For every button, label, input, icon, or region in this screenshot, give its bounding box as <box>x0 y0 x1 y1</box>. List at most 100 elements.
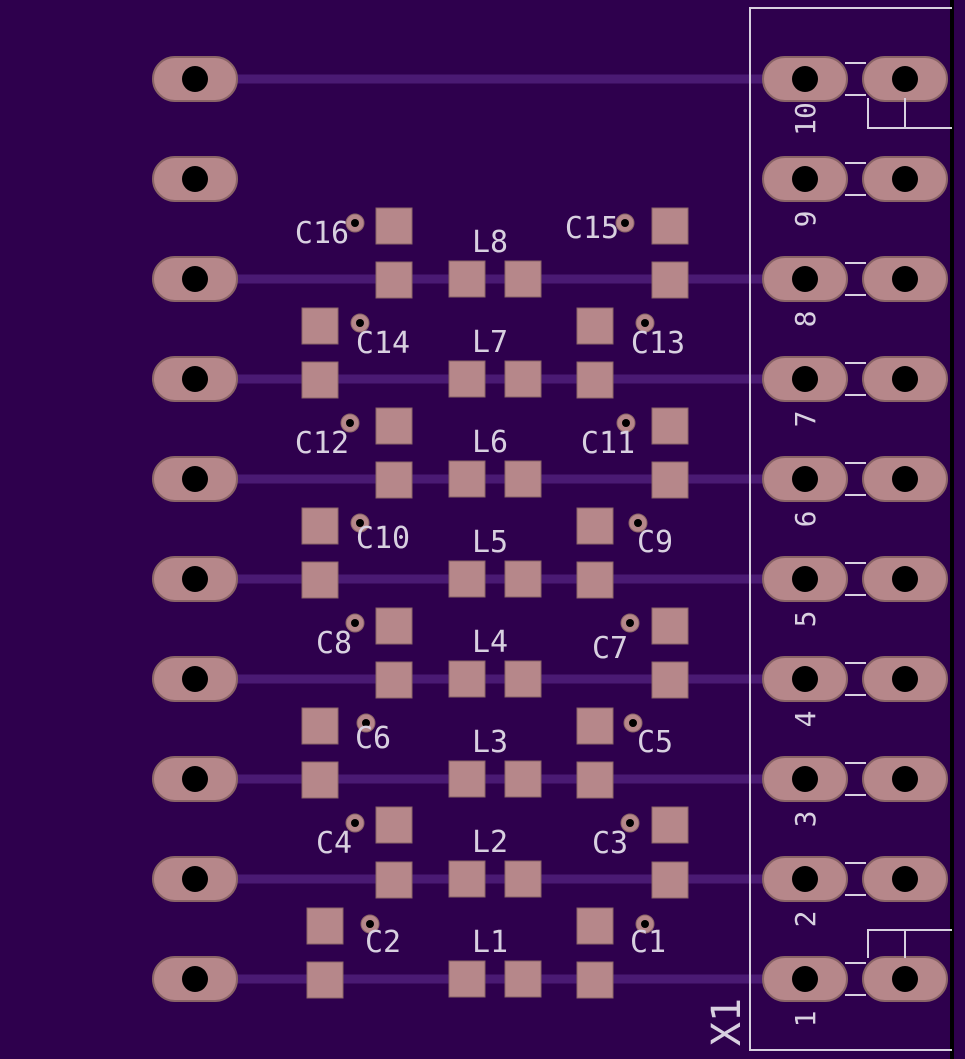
connector-pin-label: 3 <box>789 811 822 828</box>
capacitor-pad <box>651 861 689 899</box>
drill-hole <box>892 166 918 192</box>
capacitor-pad <box>651 207 689 245</box>
drill-hole <box>792 366 818 392</box>
capacitor-pad <box>301 561 339 599</box>
drill-hole <box>182 466 208 492</box>
capacitor-pad <box>576 361 614 399</box>
via-drill <box>629 719 637 727</box>
drill-hole <box>182 866 208 892</box>
inductor-pad <box>448 560 486 598</box>
drill-hole <box>892 466 918 492</box>
connector-key-top <box>867 98 952 129</box>
capacitor-label: C4 <box>316 826 352 861</box>
drill-hole <box>182 66 208 92</box>
drill-hole <box>892 266 918 292</box>
drill-hole <box>892 666 918 692</box>
inductor-label: L6 <box>472 425 508 460</box>
capacitor-pad <box>306 961 344 999</box>
capacitor-pad <box>651 407 689 445</box>
via-drill <box>622 419 630 427</box>
drill-hole <box>182 766 208 792</box>
connector-pin-label: 8 <box>789 311 822 328</box>
inductor-pad <box>448 660 486 698</box>
inductor-pad <box>504 360 542 398</box>
inductor-pad <box>448 760 486 798</box>
via-drill <box>366 920 374 928</box>
capacitor-pad <box>375 661 413 699</box>
capacitor-label: C5 <box>637 725 673 760</box>
inductor-pad <box>504 860 542 898</box>
capacitor-pad <box>301 307 339 345</box>
inductor-label: L2 <box>472 825 508 860</box>
inductor-pad <box>504 760 542 798</box>
drill-hole <box>892 366 918 392</box>
connector-key-bottom <box>867 929 952 958</box>
capacitor-pad <box>375 407 413 445</box>
capacitor-label: C2 <box>365 925 401 960</box>
drill-hole <box>182 966 208 992</box>
capacitor-label: C10 <box>356 521 410 556</box>
capacitor-label: C11 <box>581 426 635 461</box>
inductor-pad <box>504 660 542 698</box>
drill-hole <box>792 466 818 492</box>
via-drill <box>351 819 359 827</box>
drill-hole <box>892 966 918 992</box>
capacitor-label: C14 <box>356 326 410 361</box>
via-drill <box>641 319 649 327</box>
inductor-label: L8 <box>472 225 508 260</box>
via-drill <box>621 219 629 227</box>
capacitor-pad <box>576 707 614 745</box>
connector-pin-label: 5 <box>789 611 822 628</box>
capacitor-pad <box>375 461 413 499</box>
drill-hole <box>182 566 208 592</box>
capacitor-pad <box>375 207 413 245</box>
capacitor-pad <box>651 661 689 699</box>
capacitor-pad <box>651 261 689 299</box>
drill-hole <box>792 966 818 992</box>
via-drill <box>634 519 642 527</box>
inductor-pad <box>448 360 486 398</box>
drill-hole <box>182 366 208 392</box>
drill-hole <box>182 166 208 192</box>
drill-hole <box>792 666 818 692</box>
connector-name-label: X1 <box>704 998 750 1046</box>
via-drill <box>626 619 634 627</box>
connector-outline <box>749 7 952 1051</box>
capacitor-label: C12 <box>295 426 349 461</box>
inductor-label: L4 <box>472 625 508 660</box>
drill-hole <box>792 766 818 792</box>
capacitor-pad <box>651 461 689 499</box>
capacitor-label: C8 <box>316 626 352 661</box>
drill-hole <box>792 166 818 192</box>
capacitor-pad <box>576 307 614 345</box>
inductor-pad <box>448 260 486 298</box>
drill-hole <box>182 266 208 292</box>
capacitor-pad <box>301 761 339 799</box>
capacitor-pad <box>301 507 339 545</box>
capacitor-label: C9 <box>637 525 673 560</box>
capacitor-pad <box>306 907 344 945</box>
connector-pin-label: 6 <box>789 511 822 528</box>
drill-hole <box>892 866 918 892</box>
inductor-label: L7 <box>472 325 508 360</box>
inductor-label: L1 <box>472 925 508 960</box>
capacitor-label: C6 <box>355 721 391 756</box>
capacitor-label: C3 <box>592 826 628 861</box>
inductor-pad <box>448 460 486 498</box>
capacitor-label: C15 <box>565 211 619 246</box>
connector-pin-label: 9 <box>789 211 822 228</box>
drill-hole <box>892 66 918 92</box>
connector-pin-label: 2 <box>789 911 822 928</box>
drill-hole <box>792 566 818 592</box>
capacitor-pad <box>375 861 413 899</box>
inductor-pad <box>504 260 542 298</box>
via-drill <box>346 419 354 427</box>
capacitor-pad <box>651 607 689 645</box>
capacitor-label: C13 <box>631 326 685 361</box>
inductor-label: L5 <box>472 525 508 560</box>
connector-pin-label: 4 <box>789 711 822 728</box>
drill-hole <box>892 566 918 592</box>
capacitor-pad <box>576 507 614 545</box>
drill-hole <box>792 266 818 292</box>
